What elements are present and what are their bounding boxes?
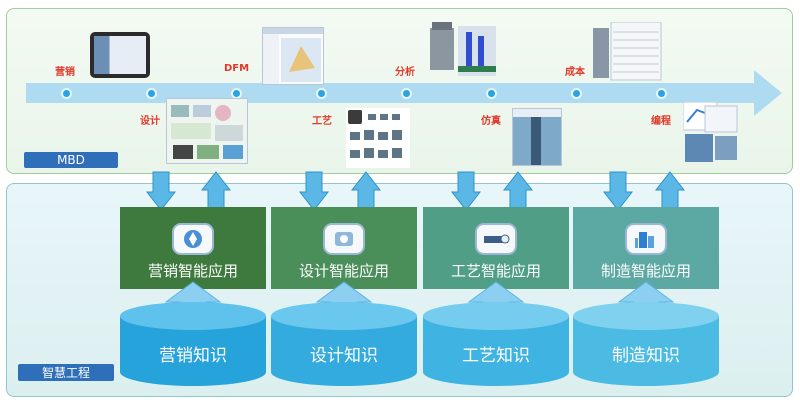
manufacturing-app-icon [625,223,667,255]
exchange-arrows [146,171,685,211]
knowledge-label-marketing: 营销知识 [159,345,227,366]
app-label-marketing: 营销智能应用 [147,262,238,280]
stage-label-dfm: DFM [224,63,250,74]
timeline-dot-8 [656,88,667,99]
timeline-dot-4 [316,88,327,99]
timeline-dot-6 [486,88,497,99]
app-box-process: 工艺智能应用 [423,207,569,289]
simulation-image [512,108,562,166]
timeline-dot-2 [146,88,157,99]
timeline-dot-7 [571,88,582,99]
knowledge-cylinders [120,302,719,386]
analysis-equipment-image [428,22,498,80]
app-label-design: 设计智能应用 [298,262,389,280]
stage-label-analysis: 分析 [395,67,415,78]
app-label-manufacturing: 制造智能应用 [600,262,691,280]
mbd-tag: MBD [24,152,118,168]
knowledge-label-process: 工艺知识 [462,345,530,366]
design-app-icon [323,223,365,255]
cost-software-screenshot [593,21,663,82]
process-app-icon [475,223,517,255]
knowledge-label-manufacturing: 制造知识 [612,345,680,366]
timeline-dot-1 [61,88,72,99]
app-box-design: 设计智能应用 [271,207,417,289]
stage-label-marketing: 营销 [55,67,75,78]
stage-label-process: 工艺 [312,116,332,127]
stage-label-simulation: 仿真 [481,116,501,127]
timeline-dot-5 [401,88,412,99]
stage-label-design: 设计 [140,116,160,127]
dfm-software-screenshot [262,27,324,85]
stage-label-cost: 成本 [565,67,585,78]
process-parts-image [346,108,410,168]
marketing-app-icon [172,223,214,255]
wisdom-engineering-tag: 智慧工程 [18,364,114,381]
app-label-process: 工艺智能应用 [450,262,541,280]
app-box-marketing: 营销智能应用 [120,207,266,289]
stage-label-programming: 编程 [651,116,671,127]
knowledge-label-design: 设计知识 [310,345,378,366]
app-box-manufacturing: 制造智能应用 [573,207,719,289]
marketing-tablet-image [90,32,150,78]
design-collage-image [166,98,248,164]
programming-image [682,101,739,164]
